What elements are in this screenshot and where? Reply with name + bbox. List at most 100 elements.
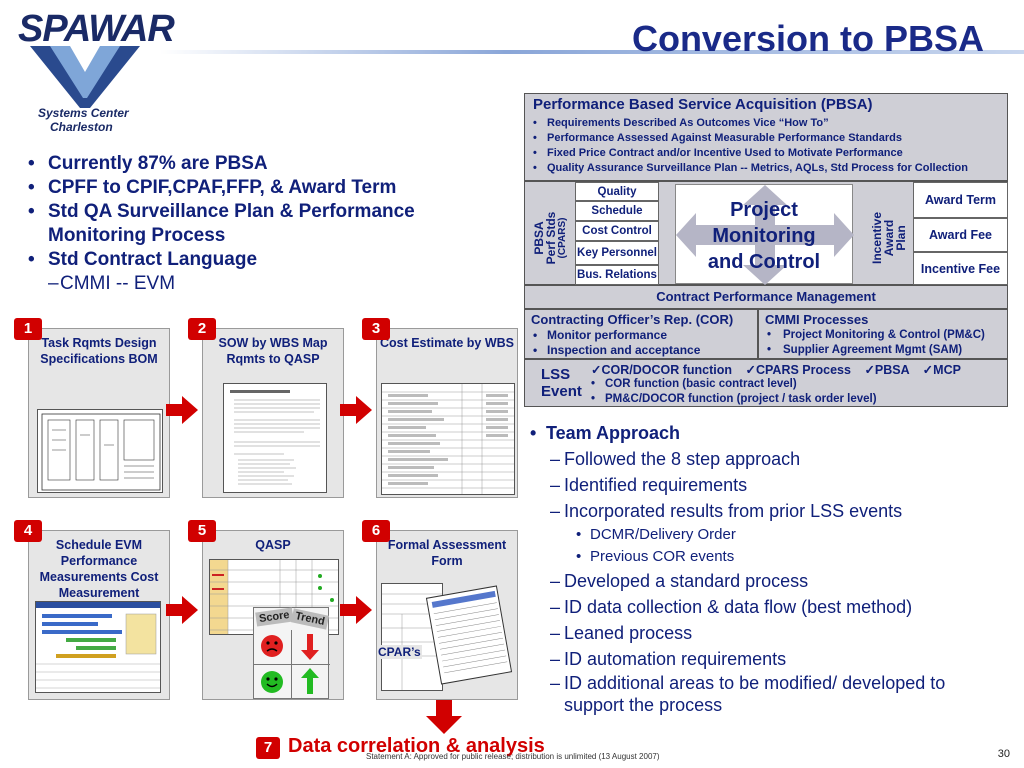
cpar-caption: CPAR’s	[377, 645, 422, 659]
lss-check-item: COR/DOCOR function	[601, 363, 733, 377]
cpm-label: Contract Performance Management	[656, 289, 876, 304]
center-line: Project	[730, 199, 798, 221]
cmmi-item: Project Monitoring & Control (PM&C)	[759, 328, 1007, 343]
check-icon: ✓	[591, 363, 602, 377]
logo-wordmark: SPAWAR	[18, 8, 175, 50]
center-line: Monitoring	[712, 225, 816, 247]
team-item: Followed the 8 step approach	[530, 446, 1020, 472]
check-icon: ✓	[922, 363, 934, 377]
lss-item: PM&C/DOCOR function (project / task orde…	[583, 392, 1003, 407]
perf-std-quality: Quality	[575, 182, 659, 201]
pbsa-panel: Performance Based Service Acquisition (P…	[524, 93, 1008, 181]
cor-panel: Contracting Officer’s Rep. (COR) Monitor…	[524, 309, 758, 359]
center-line: and Control	[707, 251, 821, 273]
pbsa-item: Quality Assurance Surveillance Plan -- M…	[525, 161, 1005, 176]
sow-document-thumbnail	[223, 383, 327, 493]
step-label: Formal Assessment Form	[387, 538, 507, 568]
team-item: Incorporated results from prior LSS even…	[530, 498, 1020, 524]
lss-check-item: CPARS Process	[756, 363, 851, 377]
arrow-right-icon	[340, 396, 372, 424]
design-drawing-thumbnail	[37, 409, 163, 493]
step-label: Task Rqmts Design Specifications BOM	[40, 336, 158, 366]
cmmi-panel: CMMI Processes Project Monitoring & Cont…	[758, 309, 1008, 359]
grid-divider	[254, 664, 330, 665]
step-box-5: QASP Score Trend	[202, 530, 344, 700]
logo-chevron-icon	[30, 46, 140, 108]
lss-label: LSS Event	[541, 366, 582, 400]
happy-face-icon	[261, 671, 283, 693]
final-step-label: Data correlation & analysis	[288, 735, 545, 757]
bullet-subitem: CMMI -- EVM	[28, 272, 498, 296]
footer-statement: Statement A: Approved for public release…	[366, 752, 660, 761]
score-badge: Score	[255, 607, 294, 627]
title-underline	[160, 50, 1024, 54]
perf-stds-side-label: PBSA Perf Stds (CPARS)	[532, 188, 569, 288]
center-box: Project Monitoring and Control	[675, 184, 854, 285]
score-trend-panel: Score Trend	[253, 607, 330, 699]
step-box-6: Formal Assessment Form CPAR’s	[376, 530, 518, 700]
step-number-badge: 6	[362, 520, 390, 542]
lss-item: COR function (basic contract level)	[583, 377, 1003, 392]
step-box-4: Schedule EVM Performance Measurements Co…	[28, 530, 170, 700]
cor-list: Monitor performance Inspection and accep…	[525, 328, 757, 358]
lss-checklist: ✓COR/DOCOR function ✓CPARS Process ✓PBSA…	[591, 362, 961, 377]
incentive-fee-cell: Incentive Fee	[913, 252, 1008, 285]
team-item: Developed a standard process	[530, 568, 1020, 594]
cpar-document-thumbnail	[425, 585, 513, 685]
perf-std-bus-relations: Bus. Relations	[575, 265, 659, 285]
step-number-badge: 5	[188, 520, 216, 542]
lss-check-item: MCP	[933, 363, 961, 377]
step-box-1: Task Rqmts Design Specifications BOM	[28, 328, 170, 498]
sad-face-icon	[261, 635, 283, 657]
cor-item: Inspection and acceptance	[525, 343, 757, 358]
pbsa-item: Requirements Described As Outcomes Vice …	[525, 116, 1005, 131]
trend-down-arrow-icon	[301, 634, 319, 660]
step-box-3: Cost Estimate by WBS	[376, 328, 518, 498]
bidirectional-arrows-icon	[676, 185, 854, 285]
step-label: SOW by WBS Map Rqmts to QASP	[218, 336, 328, 366]
cmmi-title: CMMI Processes	[765, 312, 869, 327]
pbsa-list: Requirements Described As Outcomes Vice …	[525, 116, 1005, 176]
lss-list: COR function (basic contract level) PM&C…	[583, 377, 1003, 407]
team-item: Team Approach	[530, 420, 1020, 446]
monitoring-panel: PBSA Perf Stds (CPARS) Quality Schedule …	[524, 181, 1008, 285]
side-label-line: Plan	[894, 225, 908, 251]
lss-check-item: PBSA	[874, 363, 910, 377]
bullet-item: Std Contract Language	[28, 248, 498, 272]
arrow-down-icon	[426, 700, 462, 734]
cmmi-list: Project Monitoring & Control (PM&C) Supp…	[759, 328, 1007, 358]
step-number-badge: 1	[14, 318, 42, 340]
spawar-logo: SPAWAR Systems Center Charleston	[10, 8, 175, 136]
step-number-badge: 7	[256, 737, 280, 759]
team-item: ID automation requirements	[530, 646, 1020, 672]
arrow-right-icon	[166, 396, 198, 424]
side-label-line: (CPARS)	[557, 217, 568, 259]
perf-std-key-personnel: Key Personnel	[575, 241, 659, 265]
team-item: Identified requirements	[530, 472, 1020, 498]
perf-std-schedule: Schedule	[575, 201, 659, 221]
team-subitem: Previous COR events	[530, 546, 1020, 568]
step-number-badge: 3	[362, 318, 390, 340]
cpm-bar: Contract Performance Management	[524, 285, 1008, 309]
arrow-right-icon	[340, 596, 372, 624]
team-item: Leaned process	[530, 620, 1020, 646]
team-approach-list: Team Approach Followed the 8 step approa…	[530, 420, 1020, 716]
award-fee-cell: Award Fee	[913, 218, 1008, 252]
lss-label-line: LSS	[541, 366, 571, 383]
step-label: QASP	[255, 538, 291, 552]
pbsa-title: Performance Based Service Acquisition (P…	[533, 96, 873, 113]
bullet-item: CPFF to CPIF,CPAF,FFP, & Award Term	[28, 176, 498, 200]
lss-label-line: Event	[541, 383, 582, 400]
cor-item: Monitor performance	[525, 328, 757, 343]
cost-estimate-table-thumbnail	[381, 383, 515, 495]
team-item: ID data collection & data flow (best met…	[530, 594, 1020, 620]
step-box-2: SOW by WBS Map Rqmts to QASP	[202, 328, 344, 498]
step-number-badge: 4	[14, 520, 42, 542]
evm-schedule-thumbnail	[35, 601, 161, 693]
cor-title: Contracting Officer’s Rep. (COR)	[531, 312, 734, 327]
left-bullet-list: Currently 87% are PBSA CPFF to CPIF,CPAF…	[28, 152, 498, 296]
team-item: ID additional areas to be modified/ deve…	[530, 672, 990, 716]
center-title: Project Monitoring and Control	[676, 197, 852, 275]
perf-std-cost-control: Cost Control	[575, 221, 659, 241]
bullet-item: Std QA Surveillance Plan & Performance M…	[28, 200, 498, 248]
